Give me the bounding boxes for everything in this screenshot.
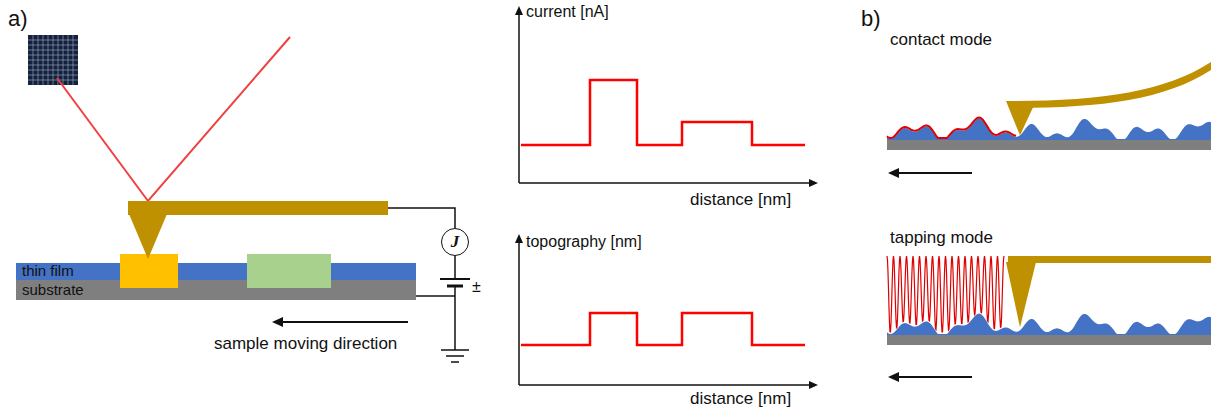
substrate-band bbox=[16, 280, 416, 300]
topography-trace bbox=[521, 313, 805, 345]
ground-symbol bbox=[441, 349, 469, 351]
detector-grid-line bbox=[28, 75, 78, 76]
detector-grid-line bbox=[28, 80, 78, 81]
detector-grid-line bbox=[28, 70, 78, 71]
axis-title: distance [nm] bbox=[690, 389, 791, 409]
panel-letter: a) bbox=[8, 6, 28, 32]
node-text: substrate bbox=[22, 282, 84, 299]
detector-grid-line bbox=[58, 35, 59, 85]
axis-title: topography [nm] bbox=[526, 232, 642, 251]
semiconductive-domain bbox=[247, 254, 331, 288]
detector-grid-line bbox=[28, 60, 78, 61]
bent-cantilever bbox=[1012, 62, 1211, 108]
detector-grid-line bbox=[73, 35, 74, 85]
afm-tip bbox=[1006, 101, 1036, 135]
wire bbox=[416, 295, 455, 297]
contact-trace bbox=[887, 118, 1016, 138]
scan-direction-arrow-head bbox=[888, 372, 899, 382]
scan-direction-arrow bbox=[896, 172, 972, 174]
panel-letter: b) bbox=[861, 6, 881, 32]
detector-grid-line bbox=[63, 35, 64, 85]
tapping-trace bbox=[887, 256, 1004, 332]
y-axis bbox=[518, 240, 520, 385]
mode-title: tapping mode bbox=[890, 228, 993, 248]
current-trace bbox=[521, 80, 805, 145]
x-axis-head bbox=[809, 179, 818, 187]
wire bbox=[454, 256, 456, 279]
substrate-bar bbox=[887, 335, 1211, 345]
mode-title: contact mode bbox=[890, 30, 992, 50]
detector-grid-line bbox=[68, 35, 69, 85]
wire bbox=[388, 208, 455, 228]
conductive-domain bbox=[120, 254, 178, 288]
y-axis-head bbox=[515, 6, 523, 15]
y-axis-head bbox=[515, 234, 523, 243]
scan-direction-arrow-head bbox=[888, 168, 899, 178]
ammeter-circle: J bbox=[441, 228, 469, 256]
node-text: J bbox=[451, 233, 460, 252]
afm-tip bbox=[1006, 262, 1036, 327]
moving-direction-arrow bbox=[280, 321, 408, 323]
thin-film-layer: thin film bbox=[16, 263, 136, 280]
scan-direction-arrow bbox=[896, 376, 972, 378]
axis-title: distance [nm] bbox=[690, 190, 791, 210]
axis-title: current [nA] bbox=[526, 2, 609, 21]
afm-tip bbox=[129, 214, 167, 259]
cantilever bbox=[1008, 256, 1211, 263]
ground-symbol bbox=[451, 361, 459, 363]
photodetector bbox=[28, 35, 78, 85]
y-axis bbox=[518, 12, 520, 183]
x-axis-head bbox=[809, 381, 818, 389]
node-text: thin film bbox=[22, 263, 74, 280]
laser-beam bbox=[57, 37, 290, 201]
cantilever bbox=[128, 201, 388, 215]
sample-surface bbox=[887, 119, 1211, 140]
x-axis bbox=[519, 384, 812, 386]
detector-grid-line bbox=[28, 65, 78, 66]
battery-polarity: ± bbox=[472, 277, 481, 296]
moving-direction-arrow-head bbox=[272, 317, 283, 327]
thin-film-band bbox=[16, 263, 416, 280]
substrate-layer: substrate bbox=[16, 280, 136, 300]
direction-label: sample moving direction bbox=[214, 334, 397, 354]
battery-plate bbox=[440, 278, 470, 280]
ground-symbol bbox=[446, 355, 464, 357]
substrate-bar bbox=[887, 140, 1211, 150]
x-axis bbox=[519, 182, 812, 184]
